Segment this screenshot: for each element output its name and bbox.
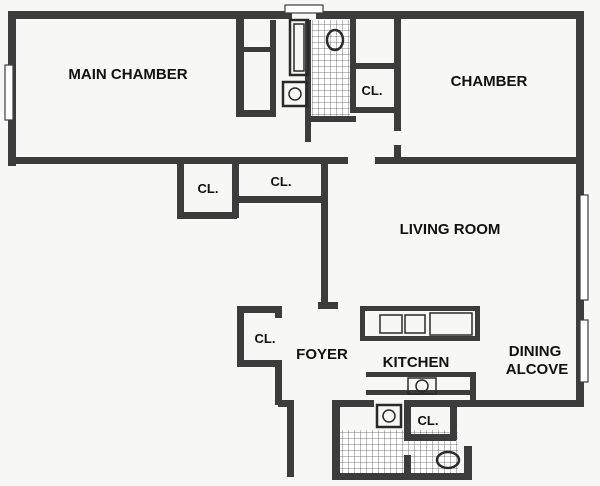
walls [8,11,584,480]
label-foyer: FOYER [296,346,348,363]
windows [4,4,589,383]
stove-icon [379,314,403,334]
label-alcove: ALCOVE [506,361,569,378]
toilet-icon [435,450,461,470]
kitchen-fixtures [379,312,473,395]
room-labels: MAIN CHAMBER CHAMBER CL. CL. CL. LIVING … [68,66,568,428]
label-closet-bath: CL. [362,83,383,98]
counter-icon [429,312,473,336]
label-kitchen: KITCHEN [383,354,450,371]
label-main-chamber: MAIN CHAMBER [68,66,187,83]
sink-icon [375,403,403,429]
label-living-room: LIVING ROOM [400,221,501,238]
label-closet-bath2: CL. [418,413,439,428]
label-closet-foyer: CL. [255,331,276,346]
refrigerator-icon [407,377,437,395]
bath-fixtures-top [281,18,345,108]
kitchen-sink-icon [404,314,426,334]
bath-fixtures-bottom [375,403,461,470]
label-chamber: CHAMBER [451,73,528,90]
label-closet-hall-left: CL. [198,181,219,196]
label-dining: DINING [509,343,562,360]
toilet-icon [325,28,345,52]
label-closet-hall-right: CL. [271,174,292,189]
bath-tile-floor-top [312,20,350,116]
sink-icon [281,80,309,108]
bathtub-icon [288,18,310,77]
